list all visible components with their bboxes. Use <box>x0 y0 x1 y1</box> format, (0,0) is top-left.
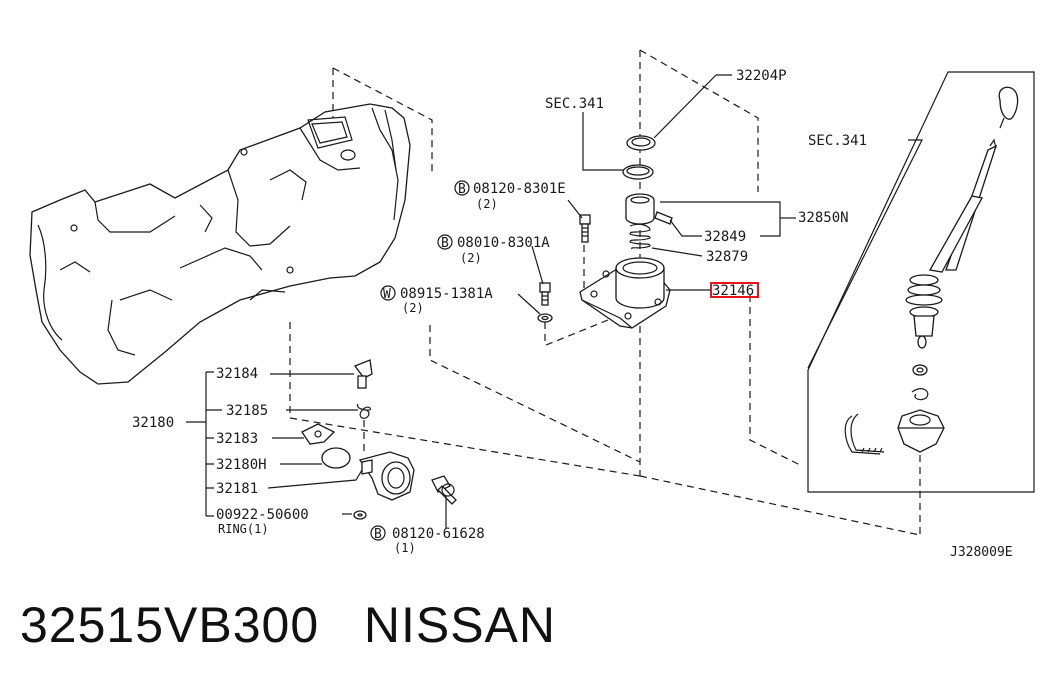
callout-sec341-top: SEC.341 <box>545 96 604 112</box>
b-symbol: B <box>458 182 466 197</box>
b-symbol: B <box>441 236 449 251</box>
callout-32181: 32181 <box>216 481 258 497</box>
qty-08120-8301e: (2) <box>476 197 498 211</box>
qty-08120-61628: (1) <box>394 541 416 555</box>
highlight-box <box>710 282 759 298</box>
callout-sec341-right: SEC.341 <box>808 133 867 149</box>
w-symbol: W <box>383 287 391 302</box>
brand-name: NISSAN <box>363 597 557 653</box>
callout-32204p: 32204P <box>736 68 787 84</box>
callout-32146: 32146 <box>712 283 754 299</box>
callout-32180h: 32180H <box>216 457 267 473</box>
transmission-housing <box>29 103 411 385</box>
callout-32183: 32183 <box>216 431 258 447</box>
callout-08010-8301a: 08010-8301A <box>457 235 550 251</box>
leader-lines <box>186 74 923 528</box>
callout-08915-1381a: 08915-1381A <box>400 286 493 302</box>
shift-cover-assembly <box>537 135 673 329</box>
callout-00922-50600: 00922-50600 <box>216 507 309 523</box>
qty-08915-1381a: (2) <box>402 301 424 315</box>
label-ring: RING(1) <box>218 522 269 536</box>
callout-labels: SEC.341 32204P 08120-8301E (2) 32850N 32… <box>132 68 1013 560</box>
callout-08120-61628: 08120-61628 <box>392 526 485 542</box>
callout-32184: 32184 <box>216 366 258 382</box>
shift-rod-parts <box>301 359 457 520</box>
projection-lines <box>289 49 921 536</box>
diagram-ref-code: J328009E <box>950 545 1013 560</box>
shift-lever-box <box>807 71 1035 493</box>
b-symbol: B <box>374 527 382 542</box>
callout-32180: 32180 <box>132 415 174 431</box>
callout-32849: 32849 <box>704 229 746 245</box>
part-caption: 32515VB300 NISSAN <box>20 596 556 654</box>
callout-08120-8301e: 08120-8301E <box>473 181 566 197</box>
callout-32850n: 32850N <box>798 210 849 226</box>
part-number: 32515VB300 <box>20 597 320 653</box>
callout-32185: 32185 <box>226 403 268 419</box>
circle-symbols: B B W B <box>370 180 470 542</box>
qty-08010-8301a: (2) <box>460 251 482 265</box>
callout-32879: 32879 <box>706 249 748 265</box>
